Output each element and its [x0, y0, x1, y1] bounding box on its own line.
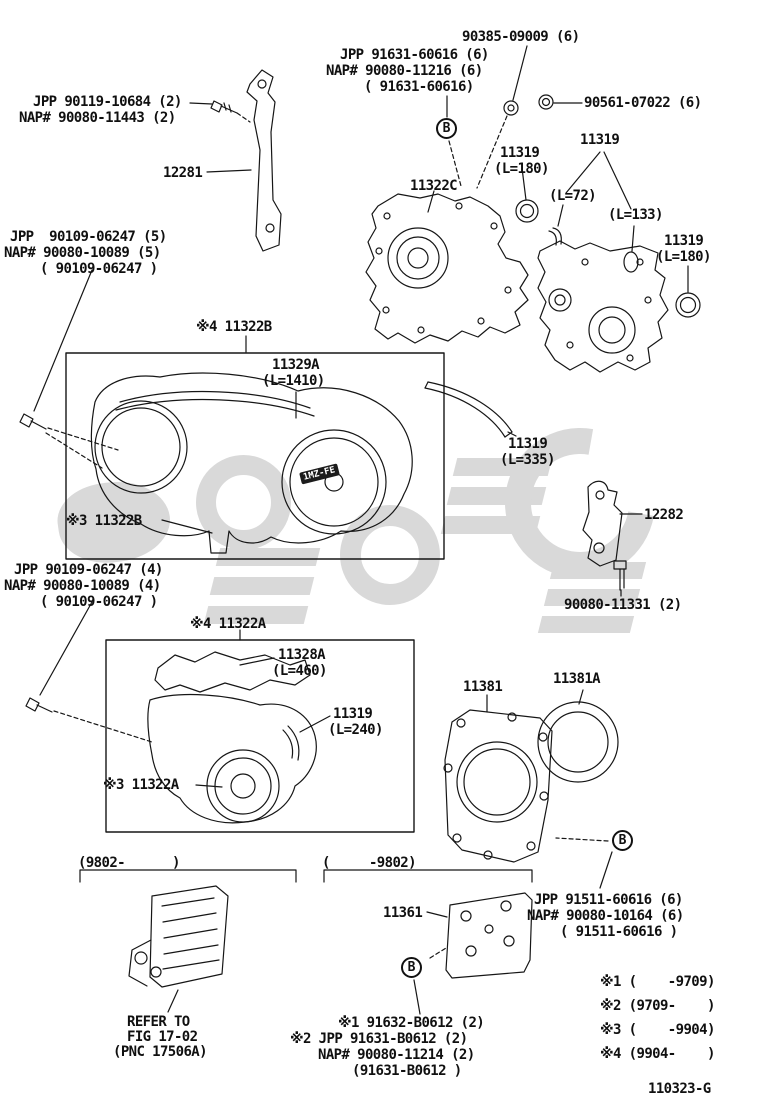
callout-jpp-left-1: JPP 90119-10684 (2) — [33, 94, 182, 110]
group-box-11322B — [65, 335, 445, 560]
callout-12281: 12281 — [163, 165, 203, 181]
callout-11328A-num: 11328A — [278, 647, 326, 663]
b-marker-right-leaders — [555, 837, 613, 889]
footnote-2: ※2 (9709- ) — [600, 998, 715, 1014]
part-12281-bracket — [206, 69, 282, 252]
callout-note-4: (91631-B0612 ) — [352, 1063, 462, 1079]
callout-jpp-br-3: ( 91511-60616 ) — [560, 924, 678, 940]
callout-11319-b-l72: (L=72) — [549, 188, 597, 204]
group-box-11322A — [105, 629, 415, 833]
callout-11328A-len: (L=460) — [272, 663, 327, 679]
part-11328A-bracket — [154, 651, 311, 693]
callout-11319-e-len: (L=240) — [328, 722, 383, 738]
callout-jpp5-3: ( 90109-06247 ) — [40, 261, 158, 277]
callout-90080-11331: 90080-11331 (2) — [564, 597, 682, 613]
callout-11361: 11361 — [383, 905, 423, 921]
part-11381A-seal — [537, 689, 619, 783]
rear-plate — [537, 240, 669, 373]
b-marker-top: B — [436, 118, 457, 139]
callout-jpp-left-2: NAP# 90080-11443 (2) — [19, 110, 176, 126]
callout-box1-title: ※4 11322B — [196, 319, 272, 335]
seal-11319-a — [515, 167, 539, 223]
callout-jpp-top-1: JPP 91631-60616 (6) — [340, 47, 489, 63]
callout-11319-d-num: 11319 — [508, 436, 548, 452]
callout-jpp-br-2: NAP# 90080-10164 (6) — [527, 908, 684, 924]
callout-refer-1: REFER TO — [127, 1014, 190, 1030]
callout-11319-d-len: (L=335) — [500, 452, 555, 468]
callout-range-right: ( -9802) — [322, 855, 417, 871]
footnote-4: ※4 (9904- ) — [600, 1046, 715, 1062]
callout-range-left: (9802- ) — [78, 855, 180, 871]
callout-seal-90561: 90561-07022 (6) — [584, 95, 702, 111]
callout-12282: 12282 — [644, 507, 684, 523]
callout-box1-sub: ※3 11322B — [66, 513, 142, 529]
seal-11319-b-strips — [548, 151, 639, 273]
callout-note-3: NAP# 90080-11214 (2) — [318, 1047, 475, 1063]
footnote-1: ※1 ( -9709) — [600, 974, 715, 990]
callout-11329A-num: 11329A — [272, 357, 320, 373]
callout-11319-c-num: 11319 — [664, 233, 704, 249]
part-11381-retainer — [443, 694, 553, 863]
footnote-3: ※3 ( -9904) — [600, 1022, 715, 1038]
callout-jpp4-3: ( 90109-06247 ) — [40, 594, 158, 610]
seal-11319-c — [675, 265, 701, 318]
callout-jpp-top-2: NAP# 90080-11216 (6) — [326, 63, 483, 79]
callout-jpp-br-1: JPP 91511-60616 (6) — [534, 892, 683, 908]
callout-box2-sub: ※3 11322A — [103, 777, 179, 793]
bolt-90109-upper-icon — [19, 269, 119, 469]
callout-note-2: ※2 JPP 91631-B0612 (2) — [290, 1031, 468, 1047]
b-marker-bottom: B — [401, 957, 422, 978]
part-11322A-cover — [147, 693, 331, 824]
callout-refer-3: (PNC 17506A) — [113, 1044, 208, 1060]
callout-11319-a-num: 11319 — [500, 145, 540, 161]
seal-90561-icon — [538, 94, 583, 110]
bolt-90119-icon — [189, 100, 251, 123]
callout-jpp4-1: JPP 90109-06247 (4) — [14, 562, 163, 578]
callout-jpp4-2: NAP# 90080-10089 (4) — [4, 578, 161, 594]
callout-11319-e-num: 11319 — [333, 706, 373, 722]
callout-11381: 11381 — [463, 679, 503, 695]
b-marker-top-leaders — [446, 95, 462, 187]
callout-jpp5-2: NAP# 90080-10089 (5) — [4, 245, 161, 261]
callout-11322C: 11322C — [410, 178, 458, 194]
callout-11381A: 11381A — [553, 671, 601, 687]
gasket-11319-L335 — [424, 381, 517, 438]
callout-refer-2: FIG 17-02 — [127, 1029, 198, 1045]
bolt-90109-lower-icon — [25, 601, 153, 743]
nut-90385-icon — [476, 45, 528, 189]
callout-nut-90385: 90385-09009 (6) — [462, 29, 580, 45]
doc-number: 110323-G — [648, 1081, 711, 1097]
bolt-11331-icon — [613, 560, 627, 597]
callout-11319-c-len: (L=180) — [656, 249, 711, 265]
callout-11319-a-len: (L=180) — [494, 161, 549, 177]
part-refer-fig-plate — [128, 885, 229, 1013]
part-11361-plate — [426, 892, 533, 979]
part-12282-bracket — [582, 480, 643, 567]
callout-11319-b-l133: (L=133) — [608, 207, 663, 223]
callout-11329A-len: (L=1410) — [262, 373, 325, 389]
b-marker-right: B — [612, 830, 633, 851]
callout-box2-title: ※4 11322A — [190, 616, 266, 632]
range-brackets — [79, 869, 533, 883]
notes-leader — [413, 979, 421, 1015]
callout-jpp-top-3: ( 91631-60616) — [364, 79, 474, 95]
callout-11319-b-num: 11319 — [580, 132, 620, 148]
callout-jpp5-1: JPP 90109-06247 (5) — [10, 229, 167, 245]
part-11322C-cover — [365, 190, 529, 344]
callout-note-1: ※1 91632-B0612 (2) — [338, 1015, 485, 1031]
